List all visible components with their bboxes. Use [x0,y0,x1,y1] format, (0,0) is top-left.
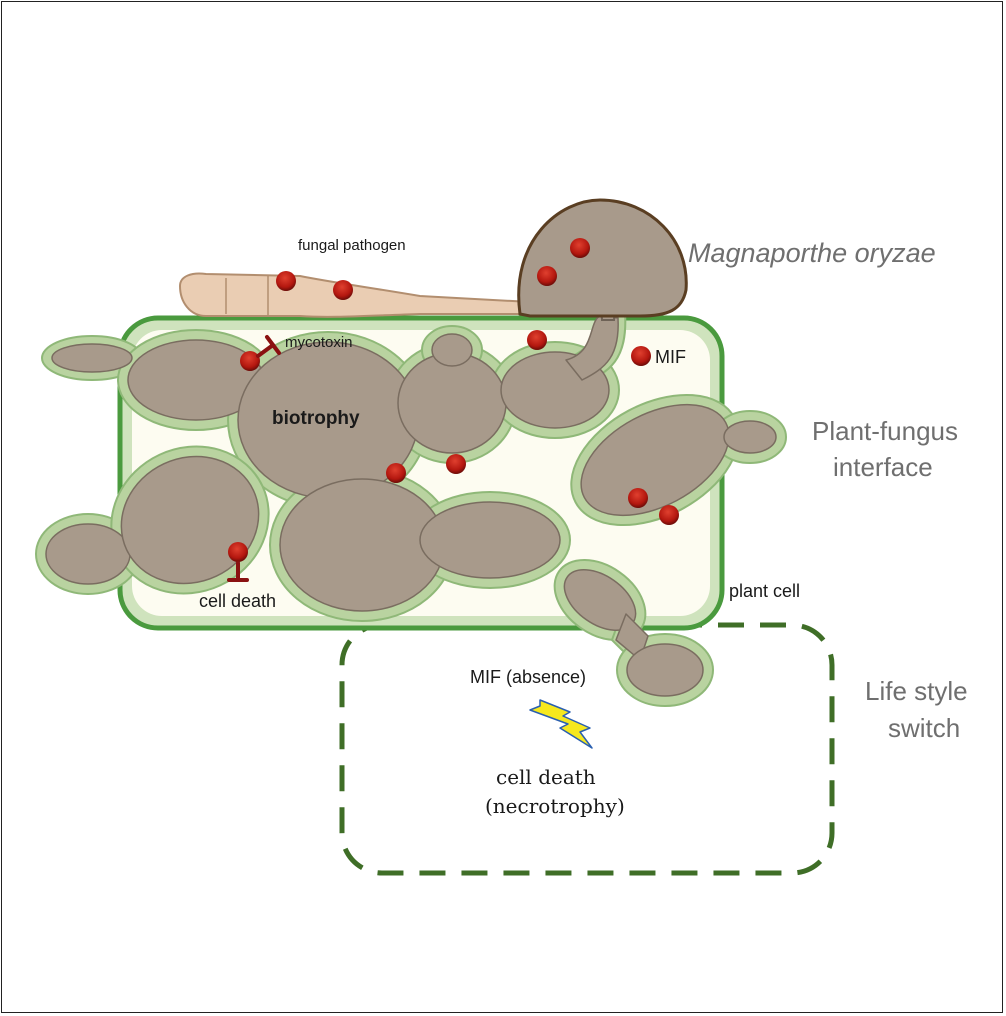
effector-dot-icon [659,505,679,525]
fungal-spore [180,274,530,317]
effector-dot-icon [333,280,353,300]
effector-dot-icon [276,271,296,291]
effector-dot-icon [537,266,557,286]
label-mif-absence: MIF (absence) [470,667,586,687]
label-biotrophy: biotrophy [272,408,360,429]
life-style-switch-box [342,625,832,873]
label-life-style-line2: switch [888,713,960,743]
effector-dot-icon [527,330,547,350]
effector-dot-icon [570,238,590,258]
appressorium [519,200,687,316]
lightning-bolt-icon [530,700,592,748]
label-plant-fungus-line1: Plant-fungus [812,416,958,446]
label-magnaporthe-oryzae: Magnaporthe oryzae [688,238,936,268]
effector-dot-icon [446,454,466,474]
label-life-style-line1: Life style [865,676,968,706]
effector-dot-icon [240,351,260,371]
effector-dot-icon [386,463,406,483]
label-plant-fungus-line2: interface [833,452,933,482]
label-mif: MIF [655,347,686,367]
label-cell-death: cell death [199,591,276,611]
label-cell-death-necrotrophy-line2: (necrotrophy) [485,794,625,818]
effector-dot-icon [631,346,651,366]
label-fungal-pathogen: fungal pathogen [298,237,406,254]
effector-dot-icon [628,488,648,508]
label-plant-cell: plant cell [729,581,800,601]
label-mycotoxin: mycotoxin [285,334,353,351]
effector-dot-icon [228,542,248,562]
label-cell-death-necrotrophy-line1: cell death [496,765,596,789]
